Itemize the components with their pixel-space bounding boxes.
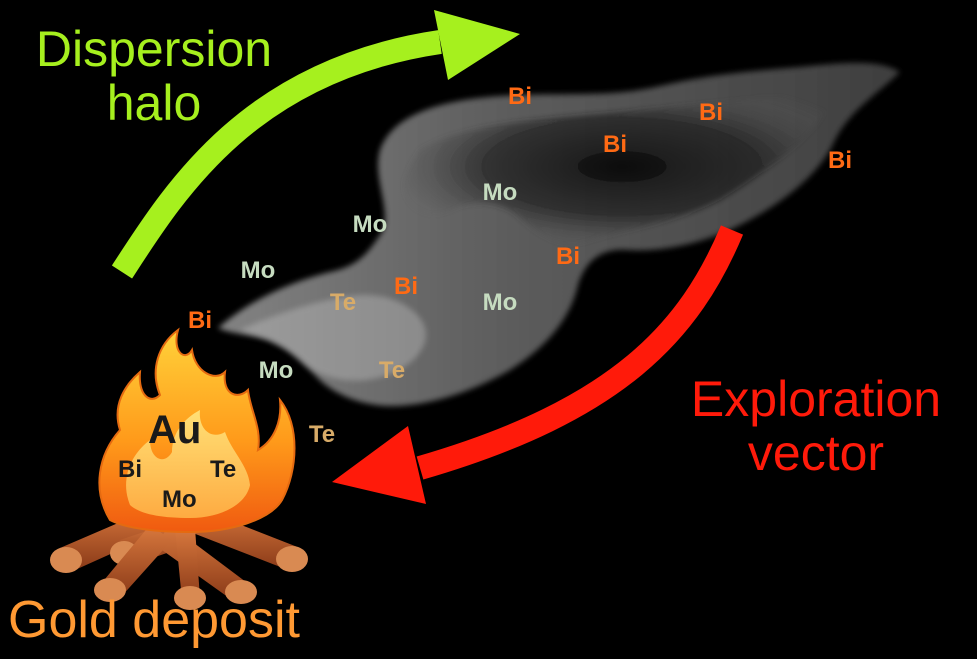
halo-mo-label: Mo <box>241 257 276 284</box>
log-pile <box>50 505 308 610</box>
exploration-vector-line2: vector <box>747 425 885 481</box>
halo-bi-label: Bi <box>603 131 627 158</box>
halo-bi-label: Bi <box>508 83 532 110</box>
gold-deposit-label: Gold deposit <box>8 591 300 649</box>
halo-bi-label: Bi <box>394 273 418 300</box>
dispersion-halo-label: Dispersion halo <box>4 22 304 130</box>
halo-bi-label: Bi <box>188 307 212 334</box>
exploration-vector-label: Exploration vector <box>660 372 972 480</box>
dispersion-halo-line1: Dispersion <box>35 21 273 77</box>
deposit-bi: Bi <box>118 456 142 483</box>
halo-mo-label: Mo <box>483 179 518 206</box>
halo-te-label: Te <box>379 357 405 384</box>
deposit-au: Au <box>148 408 202 452</box>
smoke-plume <box>218 62 900 407</box>
campfire-icon <box>50 327 308 610</box>
dispersion-arrow <box>111 10 520 279</box>
halo-mo-label: Mo <box>259 357 294 384</box>
halo-bi-label: Bi <box>828 147 852 174</box>
halo-bi-label: Bi <box>699 99 723 126</box>
halo-te-label: Te <box>309 421 335 448</box>
halo-mo-label: Mo <box>353 211 388 238</box>
exploration-arrow <box>332 225 744 504</box>
exploration-vector-line1: Exploration <box>690 371 942 427</box>
dispersion-halo-line2: halo <box>106 75 202 131</box>
halo-mo-label: Mo <box>483 289 518 316</box>
flames <box>98 327 296 534</box>
halo-te-label: Te <box>330 289 356 316</box>
halo-bi-label: Bi <box>556 243 580 270</box>
deposit-te: Te <box>210 456 237 483</box>
deposit-mo: Mo <box>162 486 197 513</box>
